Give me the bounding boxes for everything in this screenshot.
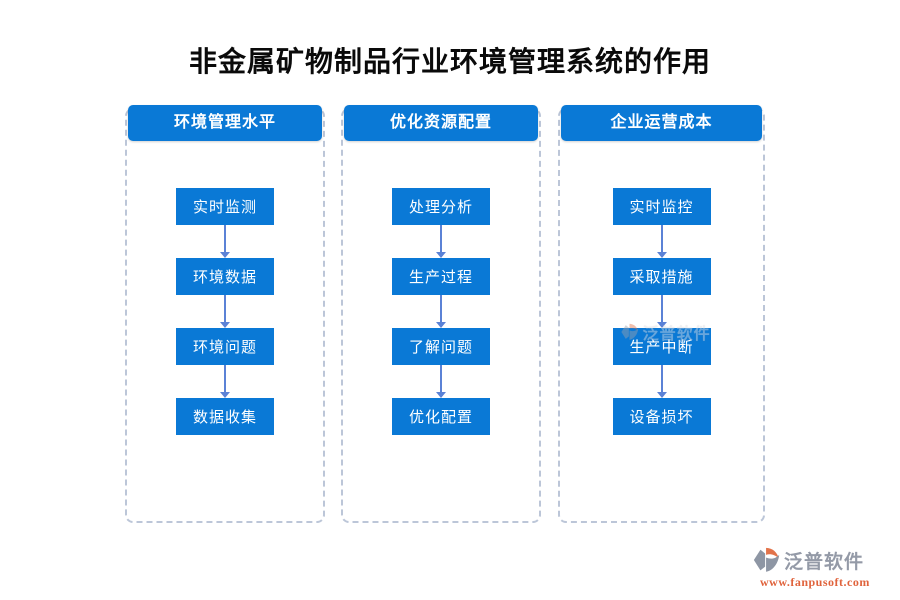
column-header: 环境管理水平 <box>128 105 322 141</box>
arrow-down-icon <box>660 225 663 252</box>
column-header: 优化资源配置 <box>344 105 538 141</box>
fanpu-logo: 泛普软件 www.fanpusoft.com <box>752 545 884 590</box>
flow-node: 优化配置 <box>392 398 490 435</box>
flow-node: 处理分析 <box>392 188 490 225</box>
flow-node: 生产过程 <box>392 258 490 295</box>
column-operating-cost: 企业运营成本 实时监控 采取措施 生产中断 设备损坏 泛普软件 <box>558 105 765 523</box>
arrow-down-icon <box>440 365 442 392</box>
fanpu-logo-text: 泛普软件 <box>784 551 865 573</box>
arrow-down-icon <box>224 225 226 252</box>
arrow-down-icon <box>660 295 663 322</box>
flow-node: 环境数据 <box>176 258 274 295</box>
arrow-down-icon <box>224 365 226 392</box>
page-title: 非金属矿物制品行业环境管理系统的作用 <box>188 47 711 78</box>
arrow-down-icon <box>440 295 442 322</box>
flow-node: 采取措施 <box>612 258 711 295</box>
flow-node: 实时监测 <box>176 188 274 225</box>
flow-node: 数据收集 <box>176 398 274 435</box>
column-environment-management: 环境管理水平 实时监测 环境数据 环境问题 数据收集 <box>125 105 325 523</box>
arrow-down-icon <box>440 225 442 252</box>
flow-node: 实时监控 <box>612 188 711 225</box>
column-resource-allocation: 优化资源配置 处理分析 生产过程 了解问题 优化配置 <box>341 105 541 523</box>
fanpu-logo-icon <box>753 547 780 572</box>
flow-node: 生产中断 <box>612 328 711 365</box>
flow-node: 设备损坏 <box>612 398 711 435</box>
fanpu-logo-url: www.fanpusoft.com <box>760 575 870 589</box>
column-header: 企业运营成本 <box>561 105 762 141</box>
arrow-down-icon <box>224 295 226 322</box>
arrow-down-icon <box>660 365 663 392</box>
flow-node: 了解问题 <box>392 328 490 365</box>
flow-node: 环境问题 <box>176 328 274 365</box>
